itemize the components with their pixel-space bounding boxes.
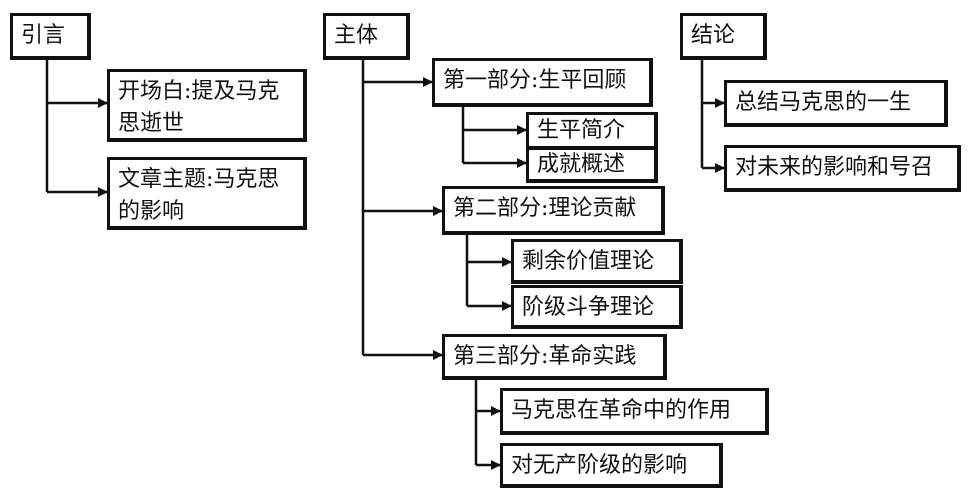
intro-opening-node: 开场白:提及马克思逝世: [107, 69, 307, 142]
part3-child-proletariat: 对无产阶级的影响: [500, 443, 723, 488]
intro-theme-node: 文章主题:马克思的影响: [107, 157, 307, 230]
part1-node: 第一部分:生平回顾: [432, 58, 653, 107]
part2-child-surplus-value: 剩余价值理论: [511, 239, 683, 284]
conclusion-title: 结论: [680, 13, 767, 60]
body-title: 主体: [323, 13, 410, 60]
part3-node: 第三部分:革命实践: [442, 334, 667, 380]
conclusion-summary-node: 总结马克思的一生: [724, 80, 948, 127]
conclusion-future-node: 对未来的影响和号召: [724, 145, 961, 192]
intro-title: 引言: [10, 13, 91, 60]
part1-child-bio: 生平简介: [526, 112, 658, 150]
part2-child-class-struggle: 阶级斗争理论: [511, 285, 683, 329]
part1-child-achievements: 成就概述: [526, 147, 658, 183]
part2-node: 第二部分:理论贡献: [442, 186, 665, 235]
part3-child-role: 马克思在革命中的作用: [500, 388, 769, 435]
